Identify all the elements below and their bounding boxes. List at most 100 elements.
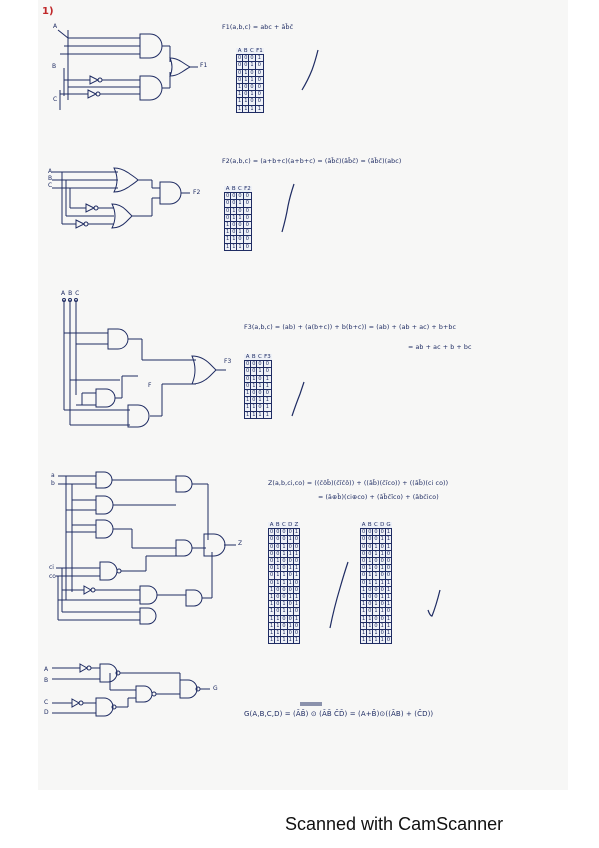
truth-table-cell: 1 (248, 104, 256, 113)
truth-table-cell: 0 (242, 242, 253, 251)
truth-table-cell: 1 (256, 381, 264, 391)
input-labels-c3: ABC (61, 290, 83, 297)
truth-table-cell: 1 (256, 396, 264, 405)
truth-table-cell: 1 (286, 593, 294, 602)
truth-table-cell: 0 (384, 549, 393, 559)
truth-table-cell: 0 (262, 367, 273, 376)
truth-table-cell: 0 (292, 542, 301, 551)
truth-table-cell: 1 (286, 535, 294, 544)
truth-table-cell: 0 (236, 192, 244, 201)
truth-table-cell: 1 (248, 61, 256, 70)
truth-table-header-cell: A (237, 48, 242, 54)
truth-table-header-cell: C (374, 522, 378, 528)
equation-g: G(A,B,C,D) = (ĀB̄) ⊙ (ĀB̄ C̄D̄) = (A+B… (244, 710, 434, 718)
truth-table-cell: 1 (262, 403, 273, 412)
equation-f3-line1: F3(a,b,c) = (ab) + (a(b+c)) + b(b+c)) = … (244, 324, 456, 331)
truth-table-header-cell: A (225, 186, 230, 192)
truth-table-cell: 1 (286, 607, 294, 616)
truth-table-header-cell: B (367, 522, 372, 528)
output-label-g: G (213, 685, 218, 692)
truth-table-cell: 1 (256, 367, 264, 376)
truth-table-header-cell: D (380, 522, 385, 528)
truth-table-cell: 0 (292, 557, 301, 566)
truth-table-cell: 0 (256, 360, 264, 369)
circuit-4-schematic (56, 471, 236, 625)
truth-table-header-cell: F2 (244, 186, 251, 192)
truth-table-header-cell: F1 (256, 48, 263, 54)
truth-table-cell: 1 (262, 396, 273, 405)
truth-table-header-cell: B (275, 522, 280, 528)
truth-table-cell: 1 (286, 564, 294, 573)
truth-table-cell: 1 (292, 593, 301, 602)
truth-table-cell: 1 (292, 549, 301, 559)
truth-table-cell: 0 (292, 578, 301, 587)
circuit-5-schematic (52, 663, 210, 717)
truth-table-header-cell: A (361, 522, 366, 528)
truth-table-header-cell: Z (294, 522, 299, 528)
truth-table-cell: 0 (248, 83, 256, 92)
truth-table-cell: 1 (286, 621, 294, 631)
truth-table-cell: 1 (292, 564, 301, 573)
truth-table-cell: 0 (236, 206, 244, 215)
truth-table-cell: 1 (384, 600, 393, 609)
output-label-z: Z (238, 540, 243, 547)
truth-table-header-cell: F3 (264, 354, 271, 360)
truth-table-cell: 0 (242, 221, 253, 230)
truth-table-cell: 0 (254, 75, 265, 85)
truth-table-cell: 1 (384, 614, 393, 623)
equation-f2: F2(a,b,c) = (a+b+c)(a+b+c) = (āb̄c̄)(ā… (222, 158, 402, 165)
truth-table-cell: 0 (384, 557, 393, 566)
truth-table-cell: 0 (256, 403, 264, 412)
truth-table-cell: 1 (286, 578, 294, 587)
scanned-page (38, 0, 568, 790)
truth-table-cell: 1 (292, 600, 301, 609)
truth-table-header-cell: B (243, 48, 248, 54)
truth-table-cell: 0 (242, 235, 253, 244)
truth-table-cell: 1 (384, 528, 393, 537)
truth-table-cell: 0 (256, 389, 264, 398)
truth-table-cell: 0 (286, 614, 294, 623)
truth-table-cell: 0 (254, 68, 265, 77)
truth-table-cell: 0 (286, 571, 294, 580)
truth-table-cell: 1 (254, 104, 265, 113)
truth-table-cell: 0 (292, 585, 301, 595)
truth-table-header-cell: A (245, 354, 250, 360)
truth-table-cell: 0 (286, 600, 294, 609)
scanner-watermark: Scanned with CamScanner (285, 814, 504, 834)
